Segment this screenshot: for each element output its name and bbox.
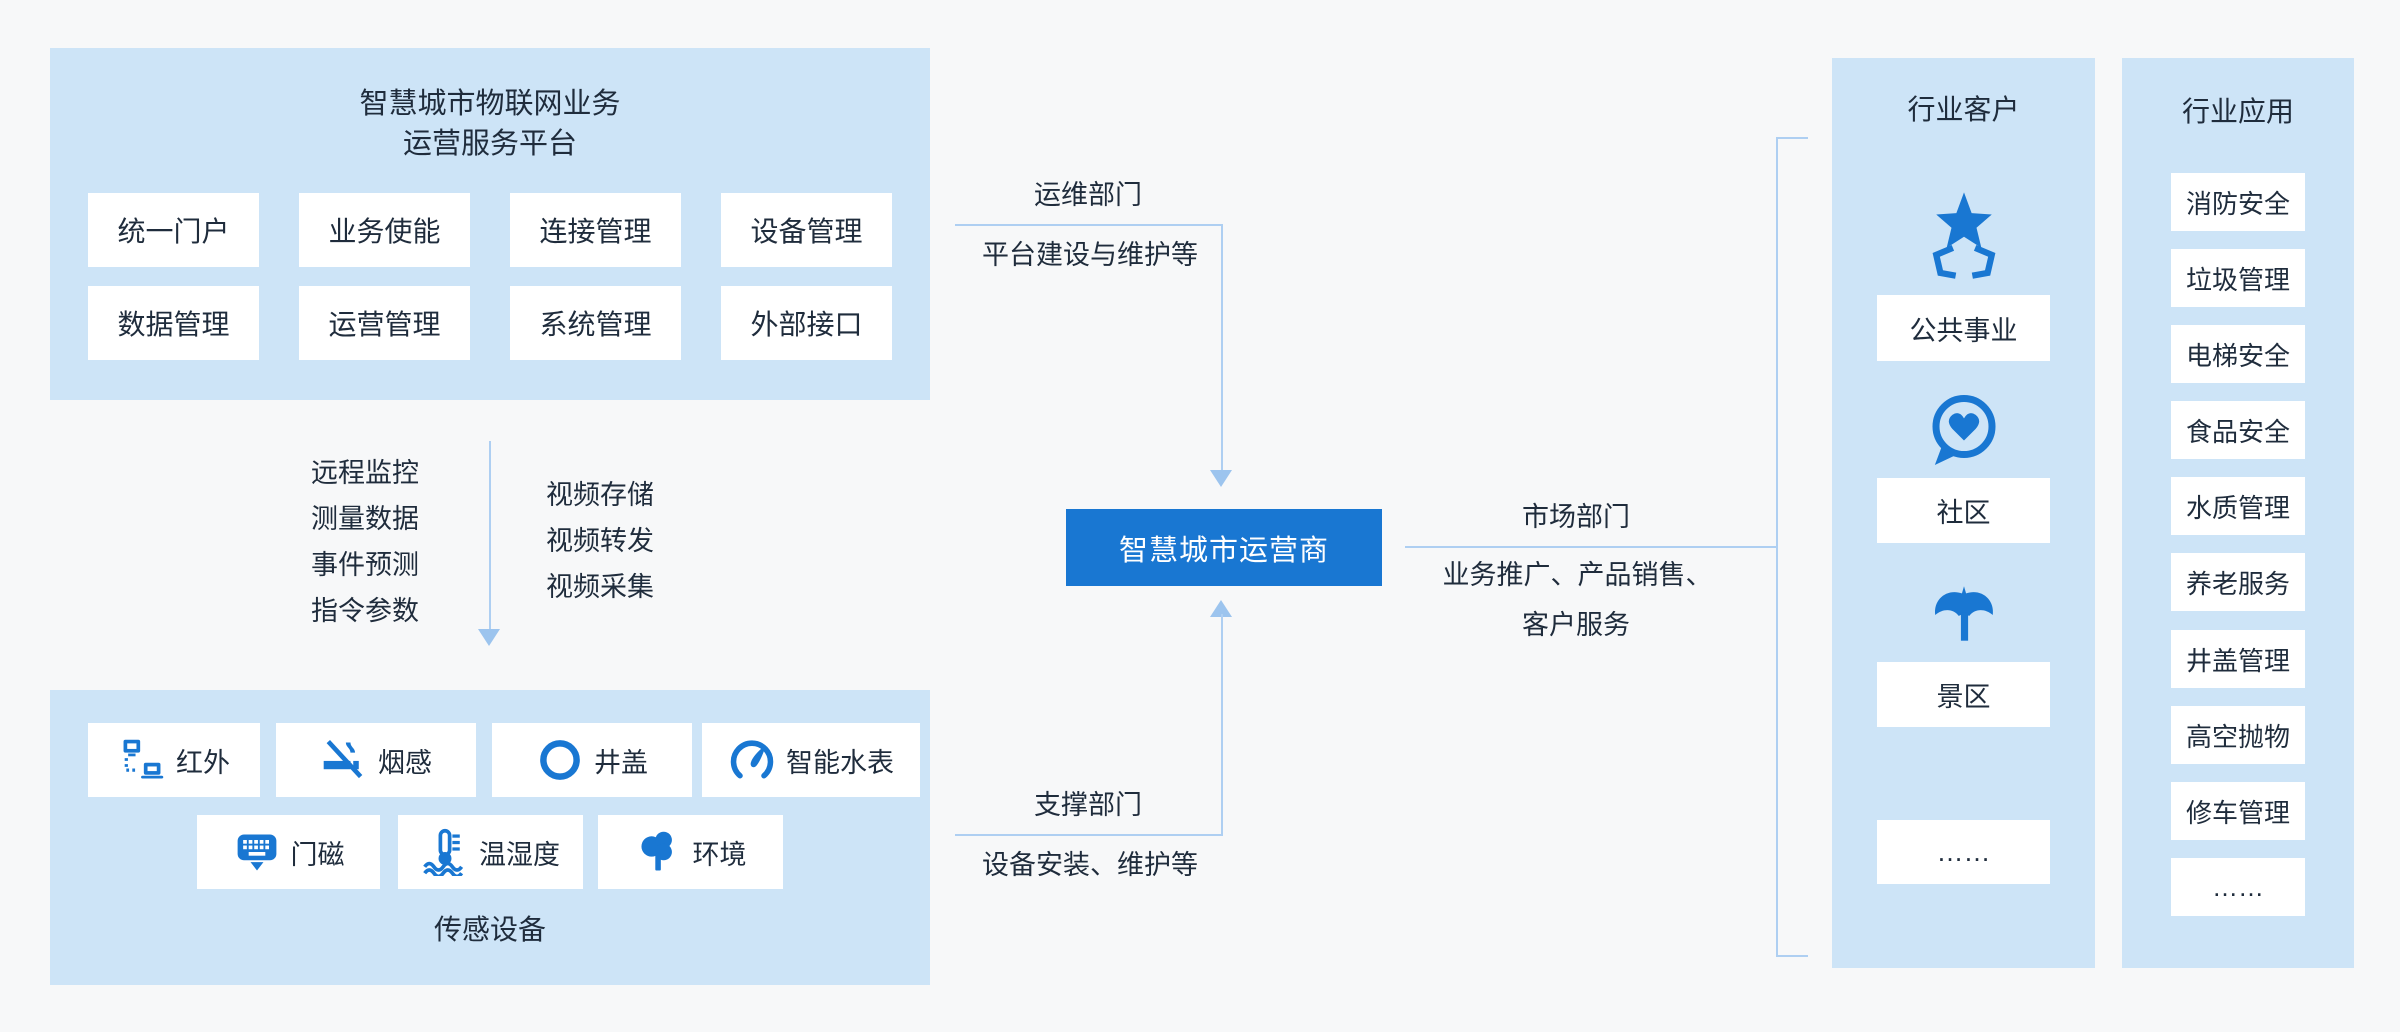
industry-customers-panel: 行业客户 公共事业 社区 景区 …… [1832, 58, 2095, 968]
application-box-more: …… [2171, 858, 2305, 916]
sensor-label: 温湿度 [479, 839, 560, 870]
infrared-devices-icon [118, 736, 166, 784]
video-link-label: 视频转发 [546, 526, 654, 556]
manhole-ring-icon [536, 736, 584, 784]
application-box: 垃圾管理 [2171, 249, 2305, 307]
star-badge-icon [1832, 184, 2095, 284]
support-department-desc: 设备安装、维护等 [982, 850, 1198, 880]
customers-bracket-line [1776, 137, 1778, 957]
support-department-title: 支撑部门 [1034, 790, 1142, 820]
sensor-label: 门磁 [290, 839, 345, 870]
water-meter-gauge-icon [728, 736, 776, 784]
sensor-label: 环境 [692, 839, 747, 870]
heart-bubble-icon [1832, 388, 2095, 472]
uplink-label: 测量数据 [311, 504, 419, 534]
module-box: 外部接口 [721, 286, 892, 360]
module-box: 连接管理 [510, 193, 681, 267]
uplink-label-list: 远程监控 测量数据 事件预测 指令参数 [270, 450, 460, 634]
module-box: 运营管理 [299, 286, 470, 360]
market-flow-line [1405, 546, 1777, 548]
support-flow-line [1221, 614, 1223, 836]
customer-box: 公共事业 [1877, 295, 2050, 361]
down-arrowhead-icon [478, 629, 500, 646]
platform-title-line2: 运营服务平台 [402, 128, 577, 160]
customers-bracket-line [1776, 955, 1808, 957]
module-box: 统一门户 [88, 193, 259, 267]
thermometer-humidity-icon [421, 828, 469, 876]
ops-department-title: 运维部门 [1034, 180, 1142, 210]
no-smoking-icon [320, 736, 368, 784]
operator-box: 智慧城市运营商 [1066, 509, 1382, 586]
up-arrowhead-icon [1210, 600, 1232, 617]
application-box: 修车管理 [2171, 782, 2305, 840]
sensor-box-door-magnet: 门磁 [197, 815, 380, 889]
platform-title: 智慧城市物联网业务 运营服务平台 [50, 84, 930, 164]
customers-bracket-line [1776, 137, 1808, 139]
video-link-label: 视频采集 [546, 572, 654, 602]
customer-box: 景区 [1877, 662, 2050, 727]
sensor-label: 井盖 [594, 747, 648, 778]
uplink-label: 指令参数 [311, 596, 419, 626]
platform-panel: 智慧城市物联网业务 运营服务平台 统一门户 业务使能 连接管理 设备管理 数据管… [50, 48, 930, 400]
customers-panel-title: 行业客户 [1907, 94, 2020, 125]
application-box: 高空抛物 [2171, 706, 2305, 764]
tree-icon [635, 828, 683, 876]
sensor-box-environment: 环境 [598, 815, 783, 889]
platform-module-grid: 统一门户 业务使能 连接管理 设备管理 数据管理 运营管理 系统管理 外部接口 [88, 193, 892, 360]
application-box: 食品安全 [2171, 401, 2305, 459]
module-box: 设备管理 [721, 193, 892, 267]
customer-box-more: …… [1877, 820, 2050, 884]
module-box: 数据管理 [88, 286, 259, 360]
uplink-label: 远程监控 [311, 458, 419, 488]
module-box: 业务使能 [299, 193, 470, 267]
door-magnet-keypad-icon [233, 828, 281, 876]
video-link-label: 视频存储 [546, 480, 654, 510]
ops-department-desc: 平台建设与维护等 [982, 240, 1198, 270]
market-department-desc-line1: 业务推广、产品销售、 [1442, 560, 1713, 590]
sensors-panel: 红外 烟感 井盖 [50, 690, 930, 985]
sensor-box-smoke: 烟感 [276, 723, 476, 797]
sensor-box-infrared: 红外 [88, 723, 260, 797]
market-department-desc-line2: 客户服务 [1522, 610, 1630, 640]
support-flow-line [955, 834, 1223, 836]
ops-flow-line [1221, 224, 1223, 472]
applications-panel-title: 行业应用 [2181, 96, 2294, 127]
sensor-box-water-meter: 智能水表 [702, 723, 920, 797]
palm-tree-icon [1832, 578, 2095, 652]
down-arrowhead-icon [1210, 470, 1232, 487]
application-box: 消防安全 [2171, 173, 2305, 231]
sensors-caption: 传感设备 [433, 914, 546, 945]
platform-title-line1: 智慧城市物联网业务 [359, 88, 621, 120]
customer-box: 社区 [1877, 478, 2050, 543]
market-department-title: 市场部门 [1522, 502, 1630, 532]
ops-flow-line [955, 224, 1223, 226]
sensor-label: 智能水表 [786, 747, 894, 778]
uplink-label: 事件预测 [311, 550, 419, 580]
sensor-label: 烟感 [378, 747, 432, 778]
platform-to-sensors-line [489, 441, 491, 631]
application-box: 井盖管理 [2171, 630, 2305, 688]
sensor-box-manhole: 井盖 [492, 723, 692, 797]
sensor-box-temp-humidity: 温湿度 [398, 815, 583, 889]
sensor-label: 红外 [176, 747, 230, 778]
application-box: 养老服务 [2171, 553, 2305, 611]
application-box: 水质管理 [2171, 477, 2305, 535]
application-box: 电梯安全 [2171, 325, 2305, 383]
industry-applications-panel: 行业应用 消防安全 垃圾管理 电梯安全 食品安全 水质管理 养老服务 井盖管理 … [2122, 58, 2354, 968]
video-link-label-list: 视频存储 视频转发 视频采集 [520, 472, 680, 610]
module-box: 系统管理 [510, 286, 681, 360]
